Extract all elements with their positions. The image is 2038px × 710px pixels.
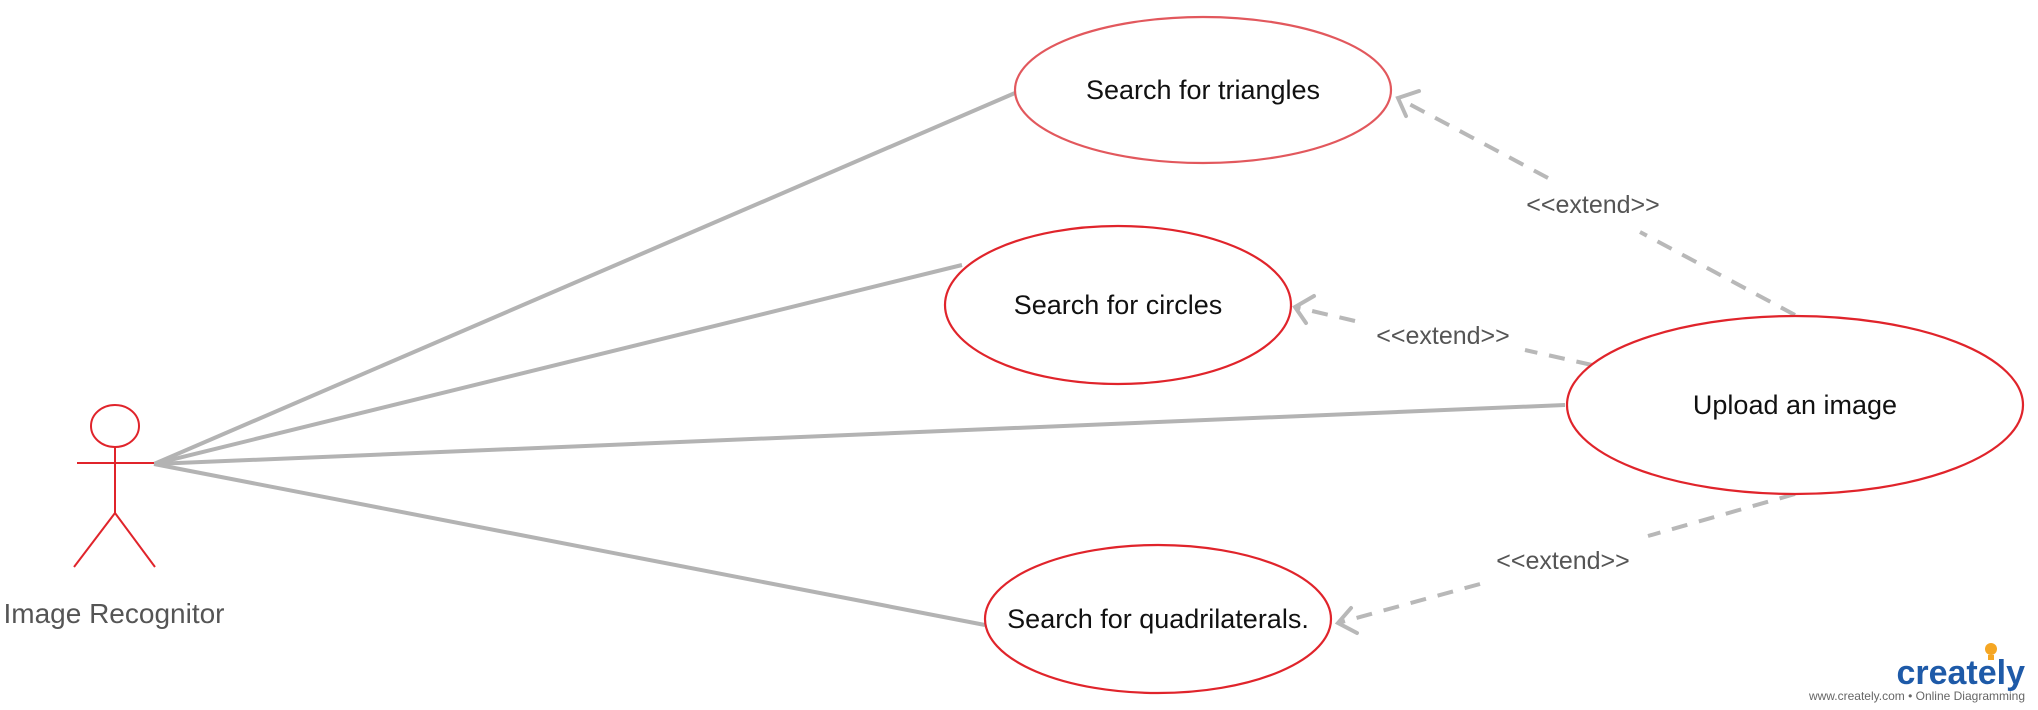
extend-line-triangles-lower: [1639, 230, 1796, 317]
extend-line-circles-right: [1524, 348, 1593, 367]
use-case-quadrilaterals[interactable]: Search for quadrilaterals.: [983, 543, 1333, 695]
use-case-triangles-shape: [1013, 15, 1393, 165]
use-case-quadrilaterals-label: Search for quadrilaterals.: [1007, 604, 1309, 634]
association-triangles: [153, 91, 1016, 466]
association-quadrilaterals: [153, 462, 986, 627]
arrowhead-quadrilaterals: [1334, 606, 1359, 635]
actor-image-recognitor[interactable]: [73, 404, 156, 568]
extend-line-triangles-upper: [1397, 96, 1549, 180]
actor-left-leg: [73, 512, 116, 568]
arrowhead-circles: [1292, 294, 1316, 325]
extend-line-circles-left: [1294, 305, 1356, 323]
use-case-triangles-label: Search for triangles: [1086, 75, 1320, 105]
extend-label-triangles: <<extend>>: [1526, 191, 1659, 219]
use-case-upload-shape: [1565, 314, 2025, 496]
association-circles: [153, 263, 963, 466]
extend-label-circles: <<extend>>: [1376, 322, 1509, 350]
actor-right-leg: [114, 512, 156, 568]
lightbulb-icon: [1985, 643, 1997, 660]
actor-head: [90, 404, 140, 448]
extend-relations: [1292, 89, 1796, 635]
association-upload: [153, 403, 1566, 466]
creately-logo: creately www.creately.com • Online Diagr…: [1808, 643, 2025, 703]
use-case-upload[interactable]: Upload an image: [1565, 314, 2025, 496]
logo-tagline: www.creately.com • Online Diagramming: [1808, 689, 2025, 703]
extend-line-quadrilaterals-upper: [1647, 492, 1796, 538]
use-case-circles-shape: [943, 224, 1293, 386]
use-case-upload-label: Upload an image: [1693, 390, 1897, 420]
use-case-quadrilaterals-shape: [983, 543, 1333, 695]
actor-label: Image Recognitor: [3, 598, 224, 629]
use-case-circles[interactable]: Search for circles: [943, 224, 1293, 386]
extend-line-quadrilaterals-lower: [1337, 582, 1481, 625]
use-case-circles-label: Search for circles: [1014, 290, 1223, 320]
associations: [153, 91, 1566, 627]
use-case-triangles[interactable]: Search for triangles: [1013, 15, 1393, 165]
logo-wordmark: creately: [1896, 654, 2025, 692]
arrowhead-triangles: [1395, 89, 1421, 118]
extend-label-quadrilaterals: <<extend>>: [1496, 547, 1629, 575]
